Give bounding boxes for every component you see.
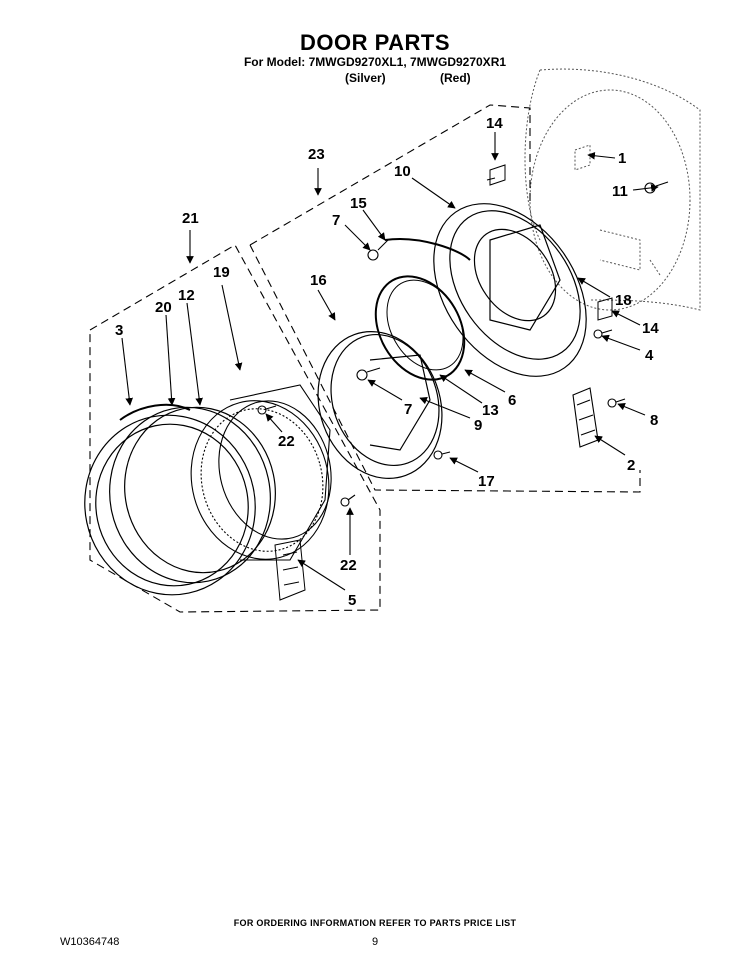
boundary-assembly-23-lower (249, 244, 641, 493)
leader-22-upper (265, 413, 283, 433)
callout-14-top: 14 (486, 115, 503, 132)
screw-22-lower (340, 494, 356, 507)
cabinet-outline (524, 68, 701, 311)
callout-23: 23 (308, 146, 325, 163)
leader-7-top (344, 224, 371, 251)
callout-11: 11 (612, 183, 628, 200)
callout-8: 8 (650, 412, 658, 429)
gasket-part-13 (374, 275, 466, 381)
leader-3 (121, 337, 134, 406)
callout-20: 20 (155, 299, 172, 316)
leader-19 (221, 284, 243, 371)
leader-4 (601, 334, 641, 351)
model-line: For Model: 7MWGD9270XL1, 7MWGD9270XR1 (243, 55, 507, 69)
hinge-part-5 (274, 539, 306, 601)
latch-part-2 (572, 387, 599, 448)
rear-door-frame (433, 203, 587, 377)
leader-7-mid (367, 379, 403, 401)
inner-door-panel (317, 330, 443, 480)
leader-11 (632, 184, 659, 192)
callout-17: 17 (478, 473, 495, 490)
callout-16: 16 (310, 272, 327, 289)
boundary-assembly-21 (89, 244, 381, 613)
leader-20 (165, 314, 176, 406)
callout-22-lower: 22 (340, 557, 357, 574)
leader-15 (362, 209, 386, 241)
callout-22-upper: 22 (278, 433, 295, 450)
callout-14-right: 14 (642, 320, 659, 337)
handle-strip-15 (384, 238, 471, 261)
leader-6 (464, 369, 506, 393)
callout-9: 9 (474, 417, 482, 434)
callout-1: 1 (618, 150, 626, 167)
ordering-info: FOR ORDERING INFORMATION REFER TO PARTS … (233, 918, 517, 928)
callout-15: 15 (350, 195, 367, 212)
screw-22-upper (257, 405, 277, 415)
clip-part-14-top (486, 164, 506, 186)
leader-18 (577, 277, 611, 298)
callout-18: 18 (615, 292, 632, 309)
screws (257, 181, 669, 507)
boundary-assembly-23 (249, 104, 531, 246)
door-inner-ring (190, 384, 332, 561)
leader-10 (411, 177, 456, 209)
callout-19: 19 (213, 264, 230, 281)
callout-7-top: 7 (332, 212, 340, 229)
leader-5 (297, 559, 346, 591)
screw-7-top (367, 239, 389, 261)
callout-4: 4 (645, 347, 654, 364)
leader-1 (587, 151, 616, 160)
callout-13: 13 (482, 402, 499, 419)
leader-12 (186, 302, 203, 406)
leader-14-right (611, 310, 641, 326)
leader-9 (419, 396, 471, 419)
variant-red: (Red) (440, 71, 471, 85)
screw-4 (593, 329, 613, 339)
screw-7-mid (356, 367, 381, 381)
callout-12: 12 (178, 287, 195, 304)
leader-8 (617, 403, 646, 416)
door-front-ring (84, 403, 276, 596)
callout-3: 3 (115, 322, 123, 339)
leader-16 (317, 289, 336, 321)
leader-13 (439, 374, 483, 404)
callout-10: 10 (394, 163, 411, 180)
variant-silver: (Silver) (345, 71, 386, 85)
screw-17 (433, 450, 451, 460)
leader-2 (594, 435, 626, 456)
screw-8 (607, 398, 626, 408)
leader-17 (449, 457, 479, 473)
callout-7-mid: 7 (404, 401, 412, 418)
page-title: DOOR PARTS (299, 30, 451, 55)
callout-21: 21 (182, 210, 199, 227)
callout-5: 5 (348, 592, 356, 609)
callout-6: 6 (508, 392, 516, 409)
page-number: 9 (372, 936, 379, 948)
callout-2: 2 (627, 457, 635, 474)
document-number: W10364748 (60, 936, 120, 948)
